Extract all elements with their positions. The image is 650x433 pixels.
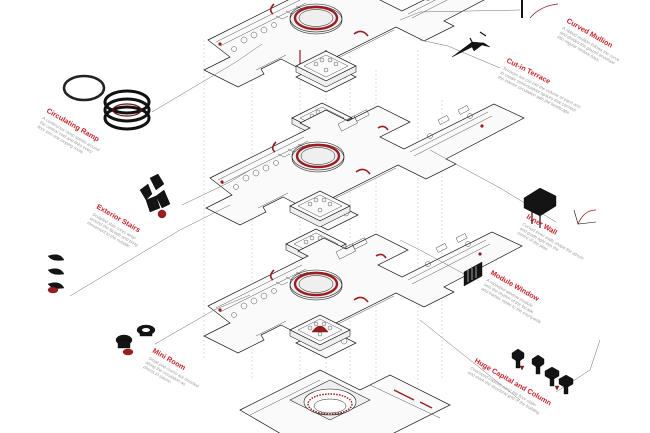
capital-column-icons: [511, 348, 574, 395]
courtyard-level-3-lower: [289, 314, 351, 352]
label-cut-in-terrace: Cut-in Terrace Terraces are cut into the…: [497, 56, 582, 116]
ramp-coil-icon: [103, 89, 151, 131]
floor-level-2: [204, 102, 526, 232]
inner-wall-block-icon: [523, 187, 597, 228]
label-exterior-stairs: Exterior Stairs Sculpted stair cores wra…: [87, 202, 143, 249]
floor-level-3: [202, 230, 524, 360]
label-circulating-ramp: Circulating Ramp A continuous ramp spira…: [37, 106, 102, 155]
window-module-icon: [463, 261, 483, 287]
stair-cluster-icon: [47, 173, 171, 294]
label-mini-room: Mini Room Small pod rooms are inserted a…: [142, 346, 201, 389]
mullion-icon: [521, 0, 559, 19]
ground-floor: [239, 369, 451, 433]
terrace-rail-icon: [451, 31, 491, 58]
label-module-window: Module Window A repeated window module s…: [481, 268, 544, 325]
leader-lines: [69, 9, 601, 401]
mini-room-pods-icon: [115, 324, 156, 356]
ring-icon: [62, 74, 106, 102]
label-curved-mullion: Curved Mullion A ribbed mullion follows …: [557, 16, 621, 66]
